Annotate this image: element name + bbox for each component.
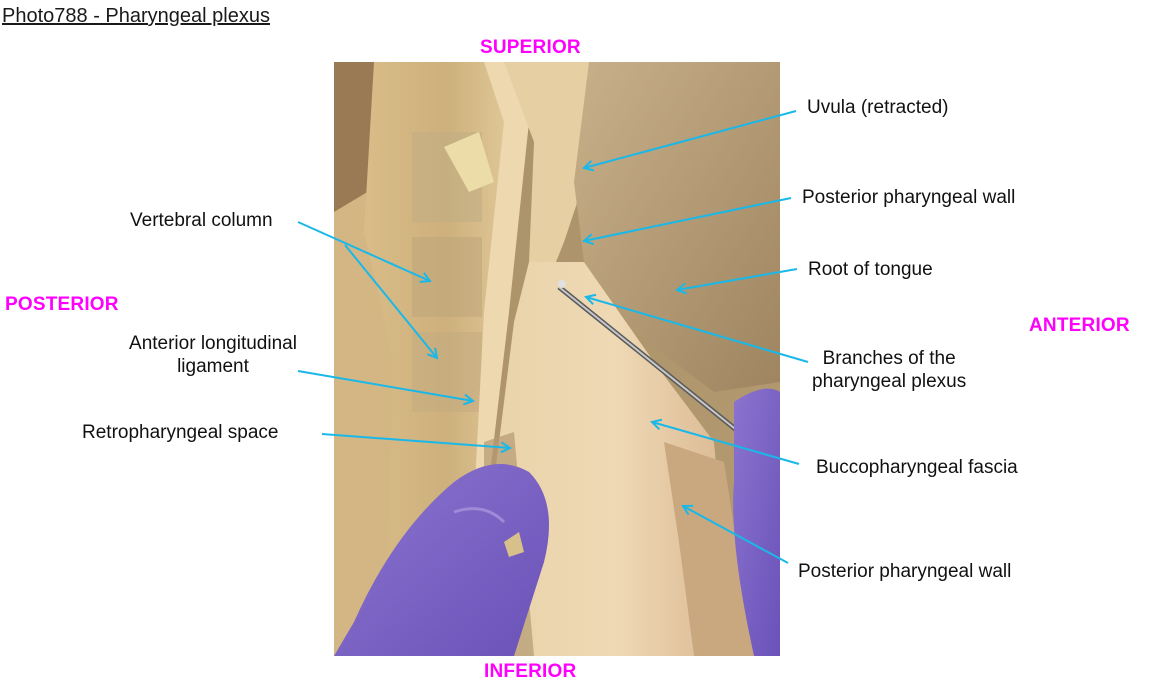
figure-title: Photo788 - Pharyngeal plexus [2, 5, 270, 27]
photo-dens [444, 132, 494, 192]
label-pharyngeal-plexus-line1: Branches of the [822, 348, 956, 369]
orientation-anterior: ANTERIOR [1029, 315, 1130, 336]
dissection-photo-illustration [334, 62, 780, 656]
dissection-photo [334, 62, 780, 656]
photo-glove-finger-left [334, 464, 549, 656]
label-root-of-tongue: Root of tongue [808, 259, 933, 280]
label-posterior-pharyngeal-wall-lower: Posterior pharyngeal wall [798, 561, 1012, 582]
label-posterior-pharyngeal-wall-upper: Posterior pharyngeal wall [802, 187, 1016, 208]
label-pharyngeal-plexus: Branches of the pharyngeal plexus [812, 347, 966, 393]
label-anterior-longitudinal-ligament-line2: ligament [177, 356, 249, 377]
photo-anterior-longitudinal-ligament [474, 62, 534, 502]
label-pharyngeal-plexus-line2: pharyngeal plexus [812, 371, 967, 392]
label-uvula: Uvula (retracted) [807, 97, 949, 118]
orientation-superior: SUPERIOR [480, 37, 581, 58]
label-vertebral-column: Vertebral column [130, 210, 273, 231]
label-retropharyngeal-space: Retropharyngeal space [82, 422, 279, 443]
photo-glove-debris [504, 532, 524, 557]
label-anterior-longitudinal-ligament-line1: Anterior longitudinal [129, 333, 297, 354]
photo-uvula [504, 62, 594, 292]
photo-vertebral-body-3 [412, 332, 482, 412]
orientation-posterior: POSTERIOR [5, 294, 119, 315]
photo-vertebral-body-2 [412, 237, 482, 317]
photo-plexus-branch [558, 280, 566, 288]
label-anterior-longitudinal-ligament: Anterior longitudinal ligament [115, 332, 311, 378]
orientation-inferior: INFERIOR [484, 661, 577, 682]
label-buccopharyngeal-fascia: Buccopharyngeal fascia [816, 457, 1018, 478]
photo-buccopharyngeal-fascia [494, 262, 734, 656]
photo-glove-crease [453, 507, 506, 524]
